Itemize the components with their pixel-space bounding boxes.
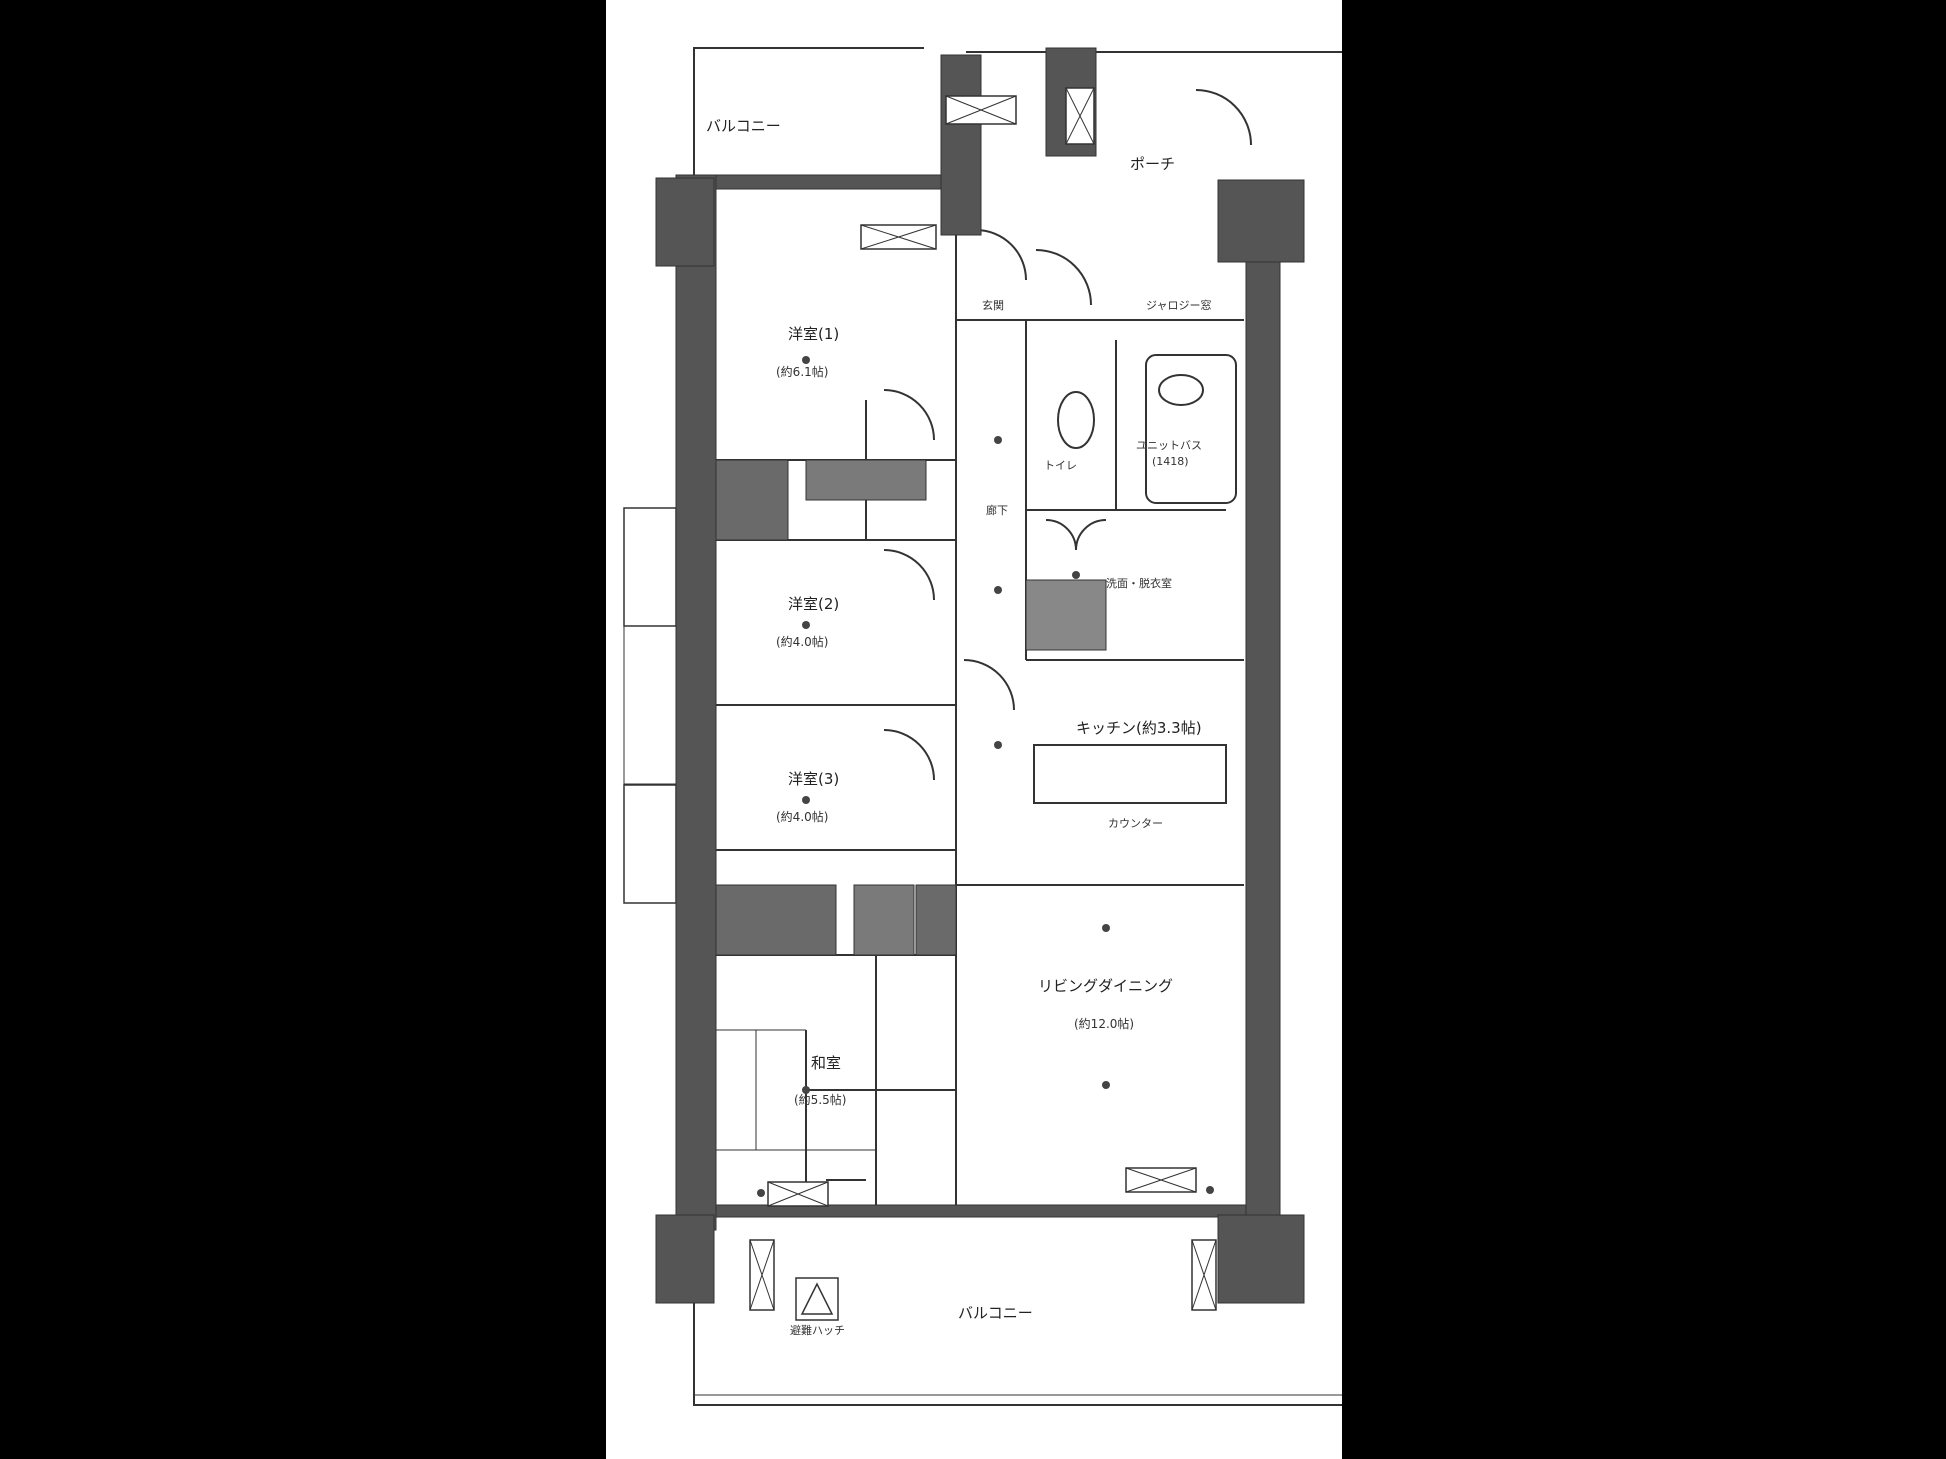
room-area-western-1: (約6.1帖): [776, 365, 829, 379]
room-area-western-3: (約4.0帖): [776, 810, 829, 824]
room-area-living-dining: (約12.0帖): [1074, 1017, 1135, 1031]
balcony-top-rail: [693, 47, 924, 180]
room-label-japanese: 和室: [811, 1054, 842, 1072]
room-area-western-2: (約4.0帖): [776, 635, 829, 649]
label-hallway: 廊下: [986, 504, 1008, 517]
label-sliding-window: ジャロジー窓: [1146, 299, 1212, 312]
room-label-kitchen: キッチン(約3.3帖): [1076, 719, 1202, 737]
floor-plan-sheet: バルコニー ポーチ 洋室(1) (約6.1帖) 洋室(2) (約4.0帖) 洋室…: [606, 0, 1342, 1459]
escape-hatch-icon: [795, 1277, 839, 1321]
label-escape-hatch: 避難ハッチ: [790, 1324, 845, 1337]
room-label-western-2: 洋室(2): [788, 595, 840, 613]
room-label-counter: カウンター: [1108, 817, 1163, 830]
room-label-washroom: 洗面・脱衣室: [1106, 577, 1172, 590]
room-label-western-3: 洋室(3): [788, 770, 840, 788]
floor-plan-drawing: [623, 47, 1342, 1406]
room-area-japanese: (約5.5帖): [794, 1093, 847, 1107]
label-entrance: 玄関: [982, 299, 1004, 312]
room-label-unit-bath: ユニットバス: [1136, 439, 1202, 452]
room-label-porch: ポーチ: [1130, 155, 1176, 173]
room-label-balcony-top: バルコニー: [706, 117, 781, 135]
room-label-balcony-bottom: バルコニー: [958, 1304, 1033, 1322]
room-label-toilet: トイレ: [1044, 459, 1077, 472]
room-label-western-1: 洋室(1): [788, 325, 840, 343]
room-area-unit-bath: (1418): [1152, 455, 1189, 468]
room-label-living-dining: リビングダイニング: [1038, 977, 1174, 995]
